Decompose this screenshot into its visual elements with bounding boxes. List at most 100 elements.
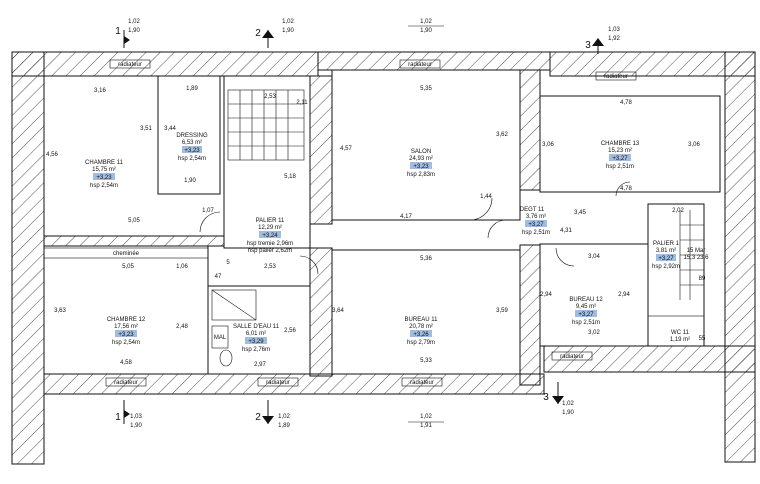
dim-label: 1,07 <box>202 208 214 214</box>
door-arc-icon <box>469 197 493 221</box>
dim-label: 4,31 <box>560 228 572 234</box>
room-hsp: hsp 2,83m <box>407 172 435 178</box>
wall-mid-south <box>309 247 333 377</box>
section-value: 1,89 <box>278 423 290 429</box>
room-level: +3,29 <box>248 339 264 345</box>
door-arc-icon <box>555 247 575 267</box>
section-value: 1,02 <box>420 414 432 420</box>
dim-label: 3,16 <box>94 88 106 94</box>
section-marker-bot-center: 1,02 1,91 <box>408 414 444 429</box>
room-level: +3,27 <box>658 256 674 262</box>
chimney <box>43 247 209 259</box>
room-chambre12: CHAMBRE 12 17,56 m² +3,23 hsp 2,54m <box>107 317 146 346</box>
radiators: radiateur radiateur radiateur radiateur … <box>105 59 637 387</box>
dim-label: 3,04 <box>588 254 600 260</box>
section-value: 1,02 <box>420 19 432 25</box>
room-area: 12,29 m² <box>258 225 282 231</box>
section-value: 1,90 <box>128 28 140 34</box>
room-hsp: hsp 2,54m <box>178 156 206 162</box>
room-area: 15,23 m² <box>608 148 632 154</box>
wall-stair-east <box>309 75 333 225</box>
room-area: 9,45 m² <box>576 304 596 310</box>
dim-label: 5,18 <box>284 174 296 180</box>
stair-dims: 15,3 23,6 <box>683 255 709 261</box>
section-value: 1,02 <box>128 19 140 25</box>
dim-label: 2,02 <box>672 208 684 214</box>
room-hsp: hsp 2,54m <box>90 183 118 189</box>
radiator-label: radiateur <box>408 62 432 68</box>
dim-label: 2,97 <box>254 362 266 368</box>
section-number: 1 <box>115 412 121 423</box>
mal-label: MAL <box>214 335 227 341</box>
dim-label: 5,33 <box>420 358 432 364</box>
radiator-label: radiateur <box>114 380 138 386</box>
dim-label: 5,35 <box>420 86 432 92</box>
mal-box <box>211 325 229 349</box>
door-arc-icon <box>199 211 221 233</box>
section-number: 2 <box>255 28 261 39</box>
shower-icon <box>211 289 257 321</box>
dim-label: 1,06 <box>176 264 188 270</box>
section-value: 1,90 <box>282 28 294 34</box>
dim-label: 47 <box>215 274 222 280</box>
room-level: +3,27 <box>528 222 544 228</box>
wall-inner-salon <box>519 69 541 191</box>
room-name: PALIER 1 <box>653 241 680 247</box>
dim-label: 5,05 <box>122 264 134 270</box>
section-number: 3 <box>543 392 549 403</box>
room-area: 3,81 m² <box>656 248 676 254</box>
room-palier11: PALIER 11 12,29 m² +3,24 hsp tremie 2,96… <box>247 218 293 254</box>
radiator-label: radiateur <box>410 380 434 386</box>
dim-label: 3,59 <box>496 308 508 314</box>
wall-east <box>724 51 756 463</box>
dimensions: 3,16 1,89 2,53 2,11 5,35 4,78 3,51 3,44 … <box>46 86 706 368</box>
dim-label: 3,62 <box>496 132 508 138</box>
room-dressing: DRESSING 6,53 m² +3,23 hsp 2,54m <box>176 133 208 162</box>
room-palier12: PALIER 1 3,81 m² +3,27 hsp 2,92m 15 Mar … <box>652 241 709 270</box>
section-value: 1,90 <box>562 410 574 416</box>
section-arrow-icon <box>592 38 604 46</box>
dim-label: 3,02 <box>588 330 600 336</box>
room-level: +3,27 <box>612 156 628 162</box>
room-name: SALLE D'EAU 11 <box>233 324 280 330</box>
room-wc: WC 11 1,19 m² <box>670 330 690 343</box>
room-name: BUREAU 11 <box>405 317 439 323</box>
room-name: PALIER 11 <box>256 218 285 224</box>
dim-label: 3,06 <box>688 142 700 148</box>
room-area: 6,53 m² <box>182 140 202 146</box>
section-value: 1,02 <box>278 414 290 420</box>
room-hsp: hsp 2,51m <box>606 164 634 170</box>
radiator-label: radiateur <box>560 354 584 360</box>
wall-north-left <box>11 51 319 77</box>
dim-label: 3,63 <box>54 308 66 314</box>
wall-north-right <box>549 51 756 77</box>
room-area: 20,78 m² <box>409 324 433 330</box>
dim-label: 3,44 <box>164 126 176 132</box>
dim-label: 4,58 <box>120 360 132 366</box>
room-level: +3,23 <box>118 332 134 338</box>
stair-steps: 15 Mar <box>687 248 706 254</box>
section-value: 1,03 <box>608 27 620 33</box>
room-name: DRESSING <box>176 133 208 139</box>
dim-label: 5,05 <box>128 218 140 224</box>
room-hsp: hsp 2,92m <box>652 264 680 270</box>
dim-label: 1,89 <box>186 86 198 92</box>
radiator-label: radiateur <box>266 380 290 386</box>
room-area: 1,19 m² <box>670 337 690 343</box>
room-name: DEGT 11 <box>520 207 545 213</box>
dim-label: 3,64 <box>332 308 344 314</box>
room-hsp-palier: hsp palier 2,62m <box>248 248 292 254</box>
section-number: 1 <box>115 26 121 37</box>
dim-label: 4,57 <box>340 146 352 152</box>
dim-label: 3,51 <box>140 126 152 132</box>
section-arrow-icon <box>124 36 130 44</box>
section-number: 2 <box>255 412 261 423</box>
door-arc-icon <box>487 219 507 239</box>
room-area: 24,93 m² <box>409 156 433 162</box>
room-name: BUREAU 12 <box>569 297 603 303</box>
room-degt11: DEGT 11 3,76 m² +3,27 hsp 2,51m <box>520 207 550 236</box>
room-area: 6,01 m² <box>246 331 266 337</box>
section-value: 1,02 <box>562 401 574 407</box>
dim-label: 3,06 <box>542 142 554 148</box>
room-name: WC 11 <box>671 330 690 336</box>
